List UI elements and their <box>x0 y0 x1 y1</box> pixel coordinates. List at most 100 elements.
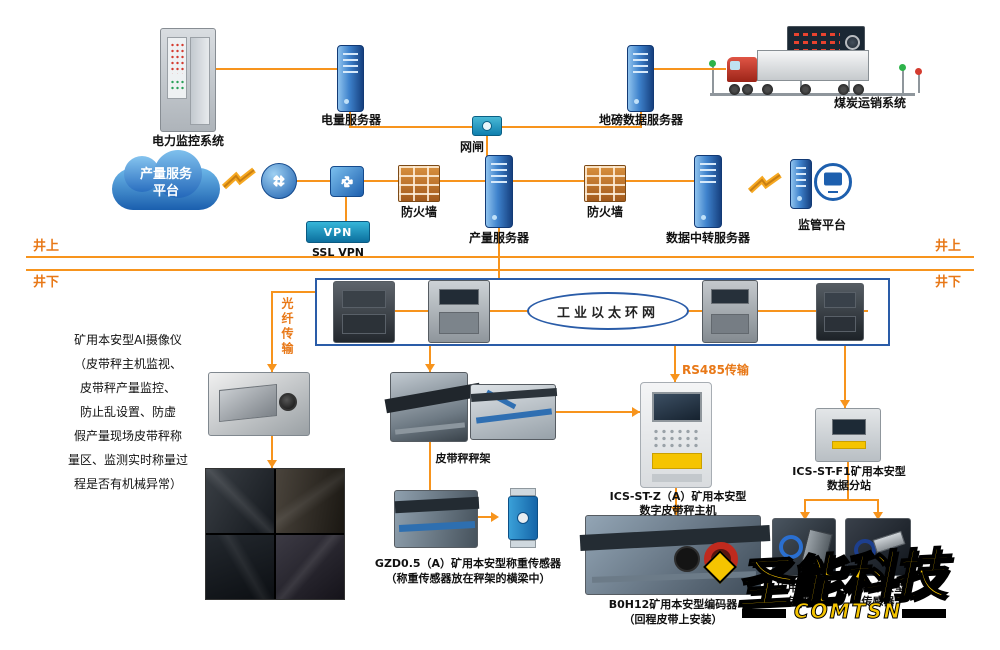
frame-bar <box>394 422 466 435</box>
connector <box>349 112 351 127</box>
relay-server-icon <box>694 155 722 228</box>
sensor-left-photo <box>772 518 836 576</box>
main-unit-vent <box>652 474 702 482</box>
power-monitor-label: 电力监控系统 <box>151 134 224 148</box>
truck-wheel <box>800 84 811 95</box>
arrowhead-down-icon <box>425 364 435 372</box>
belt-conveyor-photo <box>384 372 482 442</box>
divider-line-lower <box>26 269 974 271</box>
signal-post <box>918 74 920 93</box>
truck-trailer <box>757 50 869 81</box>
main-unit-keypad <box>652 428 702 448</box>
fiber-link-label: 光纤传输 <box>280 297 294 357</box>
connector <box>844 346 846 408</box>
router-icon: ⇄ ⇄ <box>261 163 297 199</box>
truck-cab <box>727 57 757 82</box>
desc-line: 量区、监测实时称量过 <box>67 453 188 467</box>
load-cell-cap <box>510 488 536 496</box>
desc-line: 矿用本安型AI摄像仪 <box>74 333 182 347</box>
device-screen <box>439 289 479 305</box>
substation-photo <box>333 281 395 343</box>
device-panel <box>711 314 749 334</box>
monitor-screen <box>824 172 842 186</box>
truck-wheel <box>838 84 849 95</box>
divider-right-above-label: 井上 <box>934 239 961 254</box>
router-arrows: ⇄ <box>272 172 286 190</box>
device-panel <box>342 314 386 334</box>
belt-frame-photo <box>470 384 558 440</box>
relay-server-label: 数据中转服务器 <box>665 231 750 245</box>
arrowhead-down-icon <box>267 364 277 372</box>
lightning-link-icon <box>748 172 782 194</box>
truck-wheel <box>729 84 740 95</box>
device-panel <box>824 316 856 332</box>
load-cell-body <box>508 496 538 540</box>
connector <box>556 411 640 413</box>
coal-sales-label: 煤炭运销系统 <box>833 96 906 110</box>
connector <box>440 180 485 182</box>
power-server-label: 电量服务器 <box>320 113 381 127</box>
arrowhead-down-icon <box>873 512 883 520</box>
arrowhead-down-icon <box>840 400 850 408</box>
supervision-server-icon <box>790 159 812 209</box>
divider-left-above-label: 井上 <box>32 239 59 254</box>
frame-beam <box>398 521 476 532</box>
truck-wheel <box>853 84 864 95</box>
cab-window <box>730 61 740 70</box>
connector <box>478 516 492 518</box>
main-unit-label-line2: 数字皮带秤主机 <box>639 504 717 517</box>
connector <box>271 436 273 468</box>
sensor-body <box>872 530 906 554</box>
red-light-icon <box>915 68 922 75</box>
data-substation-device <box>815 408 881 462</box>
arrowhead-down-icon <box>670 374 680 382</box>
device-screen <box>711 289 749 304</box>
supervision-platform-icon <box>790 155 852 213</box>
cctv-panel <box>206 469 274 533</box>
supervision-monitor-icon <box>814 163 852 201</box>
encoder-label-line1: B0H12矿用本安型编码器 <box>608 598 738 611</box>
led-row <box>794 41 840 44</box>
connector <box>674 346 676 382</box>
ai-camera-description: 矿用本安型AI摄像仪 （皮带秤主机监视、 皮带秤产量监控、 防止乱设置、防虚 假… <box>52 328 204 496</box>
firewall-left-label: 防火墙 <box>400 205 437 219</box>
gateway-label: 网闸 <box>459 140 484 154</box>
connector <box>640 112 642 127</box>
sensor-left-label-line2: 传感器 <box>787 595 821 608</box>
firewall-right-icon <box>584 165 626 202</box>
encoder-wheel <box>704 542 738 576</box>
belt-band <box>394 496 480 514</box>
weighbridge-platform <box>710 93 915 96</box>
power-server-icon <box>337 45 364 112</box>
truck-wheel <box>742 84 753 95</box>
supervision-label: 监管平台 <box>797 218 846 232</box>
watermark-brand: 圣能科技 <box>734 542 947 618</box>
belt-band <box>579 525 771 551</box>
weighbridge-server-icon <box>627 45 654 112</box>
substation-label-line1: ICS-ST-F1矿用本安型 <box>792 465 906 478</box>
fan-icon <box>845 35 860 50</box>
belt-frame-label: 皮带秤秤架 <box>435 452 491 465</box>
substation-photo <box>702 280 758 343</box>
gateway-device <box>472 116 502 136</box>
switch-icon: ⇄ ⇄ <box>330 166 364 197</box>
cabinet-door <box>190 37 210 125</box>
arrowhead-right-icon <box>632 407 640 417</box>
substation-photo <box>816 283 864 341</box>
load-cell-photo <box>508 488 538 548</box>
industrial-ring: 工业以太环网 <box>527 292 689 330</box>
main-unit-label-line1: ICS-ST-Z（A）矿用本安型 <box>609 490 747 503</box>
arrowhead-down-icon <box>267 460 277 468</box>
vpn-box-label: VPN <box>323 225 353 239</box>
divider-right-below-label: 井下 <box>934 275 961 290</box>
belt-band <box>384 382 482 414</box>
firewall-left-icon <box>398 165 440 202</box>
load-cell-label-line1: GZD0.5（A）矿用本安型称重传感器 <box>374 557 562 570</box>
lightning-link-icon <box>222 167 256 190</box>
connector <box>345 197 347 221</box>
connector <box>272 291 316 293</box>
cabinet-red-leds <box>170 42 184 74</box>
connector <box>498 228 500 278</box>
load-cell-hole <box>517 512 529 524</box>
